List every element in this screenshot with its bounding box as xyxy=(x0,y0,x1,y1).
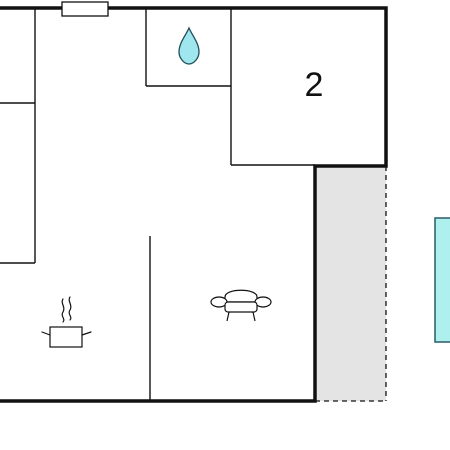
window xyxy=(61,1,109,17)
pool xyxy=(434,217,450,343)
cooking-pot-icon xyxy=(41,296,92,348)
exterior-wall xyxy=(0,6,388,403)
sofa-icon xyxy=(210,289,272,322)
terrace-area xyxy=(315,166,386,401)
room-number-label: 2 xyxy=(305,66,324,104)
water-drop-icon xyxy=(178,26,200,65)
